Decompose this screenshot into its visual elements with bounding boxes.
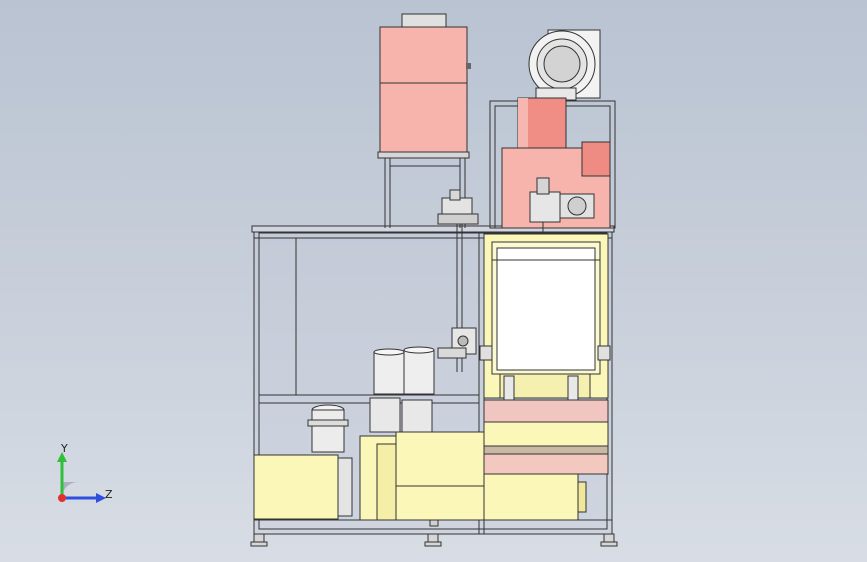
- tray-band: [483, 399, 609, 423]
- leveling-feet: [250, 533, 618, 547]
- y-axis-label: Y: [61, 442, 68, 455]
- yellow-cabinet: [479, 233, 611, 419]
- filter-tower: [377, 13, 471, 228]
- right-yellow-tank: [395, 431, 485, 521]
- blower-unit: [501, 29, 611, 250]
- top-rail: [251, 225, 615, 233]
- twin-cylinders: [369, 346, 467, 433]
- axis-triad[interactable]: Y Z: [44, 440, 124, 510]
- axis-triad-graphic: [57, 452, 106, 503]
- filter-housing-small: [307, 404, 349, 453]
- left-yellow-tank: [253, 454, 339, 520]
- z-axis-label: Z: [105, 488, 113, 501]
